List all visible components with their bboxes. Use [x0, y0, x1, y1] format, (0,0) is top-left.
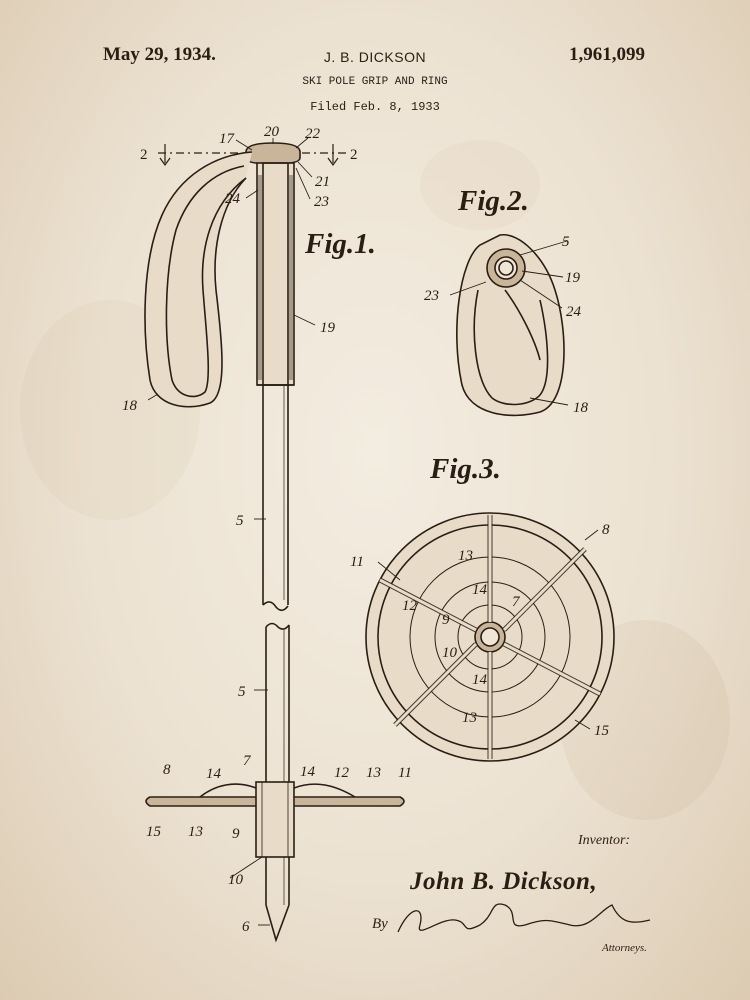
fig3-label: Fig.3. [429, 453, 501, 485]
fig1-ski-pole [144, 142, 405, 943]
ref-numeral: 20 [264, 124, 280, 140]
inventor-name: John B. Dickson, [410, 868, 598, 895]
by-label: By [372, 916, 388, 932]
ref-numeral: 13 [366, 765, 381, 781]
attorneys-label: Attorneys. [602, 942, 647, 954]
ref-numeral: 8 [602, 522, 610, 538]
ref-numeral: 18 [573, 400, 589, 416]
patent-date: May 29, 1934. [103, 44, 216, 65]
ref-numeral: 15 [594, 723, 610, 739]
section-mark-left: 2 [140, 147, 148, 163]
ref-numeral: 24 [225, 191, 241, 207]
ref-numeral: 5 [238, 684, 246, 700]
ref-numeral: 10 [442, 645, 458, 661]
patent-title: SKI POLE GRIP AND RING [302, 76, 448, 88]
ref-numeral: 10 [228, 872, 244, 888]
section-mark-right: 2 [350, 147, 358, 163]
ref-numeral: 18 [122, 398, 138, 414]
inventor-label: Inventor: [578, 833, 631, 848]
ref-numeral: 5 [236, 513, 244, 529]
ref-numeral: 21 [315, 174, 330, 190]
filed-date: Filed Feb. 8, 1933 [310, 100, 440, 114]
fig1-label: Fig.1. [304, 228, 376, 260]
ref-numeral: 6 [242, 919, 250, 935]
ref-numeral: 17 [219, 131, 236, 147]
ref-numeral: 7 [243, 753, 252, 769]
ref-numeral: 14 [300, 764, 316, 780]
attorney-signature [397, 903, 651, 933]
ref-numeral: 24 [566, 304, 582, 320]
ref-numeral: 19 [565, 270, 581, 286]
ref-numeral: 5 [562, 234, 570, 250]
ref-numeral: 15 [146, 824, 162, 840]
fig2-label: Fig.2. [457, 185, 529, 217]
ref-numeral: 23 [314, 194, 329, 210]
ref-numeral: 11 [398, 765, 412, 781]
ref-numeral: 8 [163, 762, 171, 778]
ref-numeral: 14 [206, 766, 222, 782]
ref-numeral: 22 [305, 126, 321, 142]
ref-numeral: 14 [472, 582, 488, 598]
fig2-strap-detail [456, 234, 565, 417]
ref-numeral: 12 [334, 765, 350, 781]
ref-numeral: 13 [458, 548, 473, 564]
ref-numeral: 14 [472, 672, 488, 688]
patent-number: 1,961,099 [569, 44, 645, 65]
ref-numeral: 19 [320, 320, 336, 336]
ref-numeral: 7 [512, 594, 521, 610]
ref-numeral: 23 [424, 288, 439, 304]
ref-numeral: 11 [350, 554, 364, 570]
inventor-header: J. B. DICKSON [323, 49, 427, 65]
ref-numeral: 13 [462, 710, 477, 726]
ref-numeral: 12 [402, 598, 418, 614]
ref-numeral: 13 [188, 824, 203, 840]
ref-numeral: 9 [232, 826, 240, 842]
fig3-basket-ring [365, 512, 615, 762]
ref-numeral: 9 [442, 612, 450, 628]
